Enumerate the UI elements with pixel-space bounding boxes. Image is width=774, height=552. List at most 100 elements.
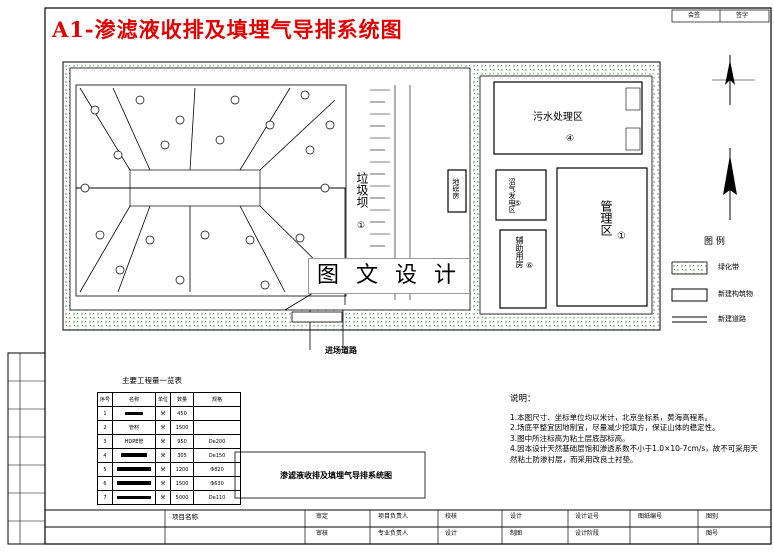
cell: 米 (155, 406, 172, 421)
gas-building (495, 169, 547, 221)
aux-building (499, 229, 547, 309)
note-item: 1.本图尺寸、坐标单位均以米计，北京坐标系，黄海高程系。 (510, 412, 713, 422)
zone-gas: 沼气发电区 (508, 178, 516, 213)
cell: HDPE管 (112, 434, 157, 449)
cell: 3 (96, 434, 114, 449)
tb-cell: 图纸编号 (638, 513, 663, 520)
cell: 5 (96, 462, 114, 477)
zone-wastewater-no: ④ (566, 134, 575, 144)
zone-management: 管理区 (599, 200, 613, 236)
legend-swatch-road (672, 316, 707, 323)
tb-cell: 审定 (316, 513, 329, 520)
cell: 米 (155, 420, 172, 435)
legend-item-green: 绿化带 (718, 263, 739, 271)
cell: 5000 (170, 490, 195, 505)
tb-cell: 专业负责人 (378, 530, 409, 537)
legend-swatch-green (671, 261, 708, 275)
zone-aux-no: ⑥ (526, 261, 534, 270)
header-cell: 规格 (193, 392, 242, 407)
cell-symbol (112, 406, 157, 421)
table-header-row: 序号 名称 单位 数量 规格 (96, 392, 242, 407)
signature-label: 签字 (736, 12, 749, 19)
entrance-road-label: 进场道路 (325, 346, 357, 355)
header-cell: 单位 (155, 392, 172, 407)
tb-cell: 设计 (510, 513, 523, 520)
weigh-building (447, 169, 467, 213)
zone-gas-no: ⑤ (514, 199, 522, 208)
drawing-name: 渗滤液收排及填埋气导排系统图 (280, 471, 392, 480)
cell: Φ630 (193, 476, 242, 491)
cell: 1 (96, 406, 114, 421)
management-building (556, 167, 648, 307)
zone-dam: 垃圾坝 (355, 172, 369, 208)
tb-cell: 图号 (706, 530, 719, 537)
watermark: 图 文 设 计 (308, 258, 470, 294)
cell-symbol (112, 490, 157, 505)
tb-cell: 设计 (445, 530, 458, 537)
tb-cell: 审核 (316, 530, 329, 537)
tb-cell: 校核 (445, 513, 458, 520)
cell: 1200 (170, 462, 195, 477)
zone-wastewater: 污水处理区 (533, 112, 583, 123)
legend-swatch-building (671, 288, 708, 302)
cell: De150 (193, 448, 242, 463)
north-arrow-icon (712, 55, 755, 105)
cell-symbol (112, 476, 157, 491)
header-cell: 序号 (96, 392, 114, 407)
drawing-title: A1-渗滤液收排及填埋气导排系统图 (52, 17, 403, 42)
cell: 950 (170, 434, 195, 449)
legend-item-road: 新建道路 (718, 315, 746, 323)
cell: 1500 (170, 420, 195, 435)
tb-cell: 制图 (510, 530, 523, 537)
header-cell: 名称 (112, 392, 157, 407)
wastewater-building (493, 81, 643, 155)
leachate-pipes (79, 87, 346, 305)
legend-title: 图 例 (704, 237, 725, 247)
cell: 管材 (112, 420, 157, 435)
zone-management-no: ① (617, 231, 626, 242)
cell: 米 (155, 448, 172, 463)
gas-wells (80, 90, 335, 290)
note-item: 4.因本设计天然基础层饱和渗透系数不小于1.0×10-7cm/s，故不可采用天然… (510, 444, 758, 464)
zone-dam-no: ① (357, 221, 366, 231)
cell-symbol (112, 448, 157, 463)
tb-cell: 设计证号 (575, 513, 600, 520)
cell: 米 (155, 490, 172, 505)
design-notes: 说明： 1.本图尺寸、坐标单位均以米计，北京坐标系，黄海高程系。 2.场底平整宜… (510, 394, 760, 465)
tb-cell: 图别 (706, 513, 719, 520)
cell: De200 (193, 434, 242, 449)
quantities-title: 主要工程量一览表 (122, 376, 182, 385)
cell: 1500 (170, 476, 195, 491)
cell: 米 (155, 462, 172, 477)
cell: 6 (96, 476, 114, 491)
notes-heading: 说明： (510, 394, 536, 404)
tb-cell: 设计阶段 (575, 530, 600, 537)
cell: 305 (170, 448, 195, 463)
note-item: 3.图中所注标高为粘土层底部标高。 (510, 433, 630, 443)
header-cell: 数量 (170, 392, 195, 407)
cell (193, 406, 242, 421)
cell: 7 (96, 490, 114, 505)
compass-arrow-icon (723, 148, 737, 220)
note-item: 2.场底平整宜因地制宜，尽量减少挖填方，保证山体的稳定性。 (510, 423, 720, 432)
project-name-label: 项目名称 (172, 513, 198, 521)
cell: Φ820 (193, 462, 242, 477)
cell (193, 420, 242, 435)
zone-weigh: 地磅房 (452, 178, 460, 199)
cell: 450 (170, 406, 195, 421)
title-block-grid (164, 510, 699, 544)
cell: 米 (155, 434, 172, 449)
cell-symbol (112, 462, 157, 477)
legend-item-building: 新建构筑物 (718, 290, 753, 298)
cell: 4 (96, 448, 114, 463)
